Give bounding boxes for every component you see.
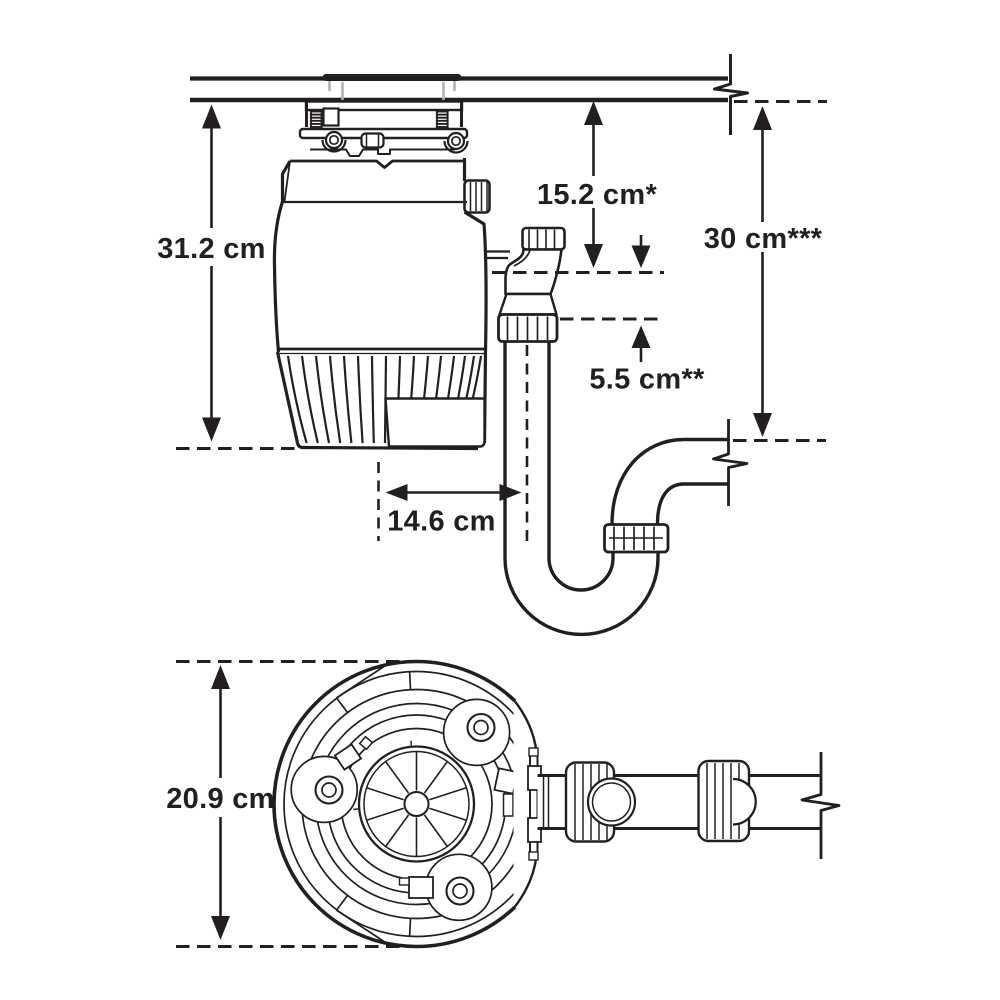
pipe-fitting1-circle-inner	[591, 782, 632, 822]
plate-tab-top	[528, 747, 539, 757]
wheel-spoke-4	[384, 814, 410, 847]
dim-drain-arrow-up	[753, 106, 772, 130]
reference-dashed-lines	[176, 100, 827, 948]
dim-label-unit-diameter: 20.9 cm	[166, 783, 275, 815]
wheel-spoke-7	[429, 807, 467, 821]
bottom-lug-0-outer	[466, 712, 496, 743]
body-rib-2	[314, 355, 331, 444]
dim-label-counter-to-outlet: 15.2 cm*	[537, 179, 658, 211]
dim-drain-arrow-down	[753, 413, 772, 437]
discharge-elbow-inner-line	[513, 249, 531, 267]
plate-tab-bottom	[528, 851, 539, 861]
body-collar-left-chamfer	[280, 160, 292, 202]
body-rib-6	[370, 355, 375, 444]
dim-outlet-arrow-up	[584, 101, 603, 125]
bottom-lug-2-outer	[445, 876, 475, 906]
dim-offset-arrow-right	[499, 484, 522, 501]
body-bottom-panel	[384, 397, 486, 448]
dim-label-center-to-trap: 14.6 cm	[387, 506, 496, 538]
support-ring-right-lug-inner	[450, 135, 462, 147]
wheel-spoke-9	[423, 761, 449, 794]
bottom-pipe-break-line	[800, 752, 841, 859]
body-skirt-left-edge	[275, 351, 300, 444]
dim-label-unit-height: 31.2 cm	[157, 233, 266, 265]
bottom-rim-tick-3	[408, 918, 412, 937]
trap-outlet-elbow-outer	[610, 437, 728, 525]
body-rib-0	[286, 355, 308, 444]
bottom-shell-facet-sw	[336, 909, 388, 945]
trap-outlet-elbow-inner	[655, 482, 728, 525]
bottom-tab-upper-left	[333, 743, 363, 771]
support-ring-cam	[360, 132, 385, 149]
support-ring-right-lug-outer	[446, 131, 466, 151]
support-ring-right-lug-cradle	[443, 140, 469, 154]
bottom-lug-1-inner	[321, 782, 337, 798]
discharge-coupler	[498, 292, 558, 316]
support-ring-left-lug-cradle	[321, 139, 347, 153]
dim-label-counter-to-drain: 30 cm***	[704, 223, 823, 255]
wheel-spoke-8	[429, 787, 467, 801]
wheel-spoke-2	[366, 787, 404, 801]
body-rib-4	[342, 355, 353, 444]
mounting-bracket-block	[322, 107, 340, 127]
body-right-edge	[463, 210, 488, 353]
bottom-shell-facet-nw	[336, 663, 388, 699]
wheel-spoke-3	[366, 807, 404, 821]
dimension-arrows	[202, 101, 772, 940]
body-rib-1	[300, 355, 319, 444]
dim-height-arrow-down	[202, 417, 221, 442]
bottom-view	[272, 659, 841, 949]
dim-diameter-arrow-up	[211, 665, 230, 689]
dim-height-arrow-up	[202, 104, 221, 129]
pipe-fitting1-circle-outer	[586, 777, 637, 827]
bottom-tab-small	[358, 735, 374, 751]
bottom-bracket-right	[502, 793, 514, 817]
body-rib-3	[328, 355, 342, 444]
dim-diameter-arrow-down	[211, 916, 230, 940]
bottom-lug-1-outer	[314, 775, 344, 805]
body-collar-left-facet	[283, 160, 291, 202]
bottom-tab-lower-step	[398, 877, 410, 886]
trap-u-inner	[547, 505, 615, 592]
bottom-rim-tick-0	[408, 671, 412, 690]
dim-offset-arrow-left	[385, 484, 408, 501]
support-ring-left-lug-inner	[328, 134, 340, 146]
bottom-lug-2-inner	[452, 883, 468, 899]
pipe-fitting2-arc	[732, 777, 757, 826]
dim-outlet-arrow-down	[584, 244, 603, 268]
countertop-break-line	[713, 54, 749, 135]
wheel-hub	[403, 791, 430, 817]
body-bottom-edge	[295, 442, 479, 451]
body-collar-top	[290, 159, 465, 169]
drain-pipe-break-line	[712, 419, 749, 506]
dim-gap-upper-arrow	[631, 245, 651, 268]
bottom-rim-tick-1	[336, 697, 349, 714]
bottom-tab-lower	[408, 876, 434, 899]
trap-u-outer	[503, 524, 660, 637]
side-view	[190, 54, 749, 637]
dimension-labels: 31.2 cm 15.2 cm* 30 cm*** 5.5 cm** 14.6 …	[157, 179, 822, 815]
wheel-spoke-1	[384, 761, 410, 794]
support-ring-left-lug-outer	[324, 130, 344, 150]
bottom-rim-tick-2	[336, 894, 349, 911]
dim-label-outlet-to-trap: 5.5 cm**	[589, 364, 705, 396]
body-left-edge	[272, 201, 285, 353]
dishwasher-inlet-stub	[463, 179, 491, 214]
body-rib-5	[356, 355, 364, 444]
dim-gap-lower-arrow	[631, 325, 651, 348]
discharge-elbow-body	[504, 248, 563, 296]
support-ring-lower-profile	[310, 148, 455, 157]
wheel-spoke-6	[423, 814, 449, 847]
bottom-lug-0-inner	[473, 719, 489, 736]
